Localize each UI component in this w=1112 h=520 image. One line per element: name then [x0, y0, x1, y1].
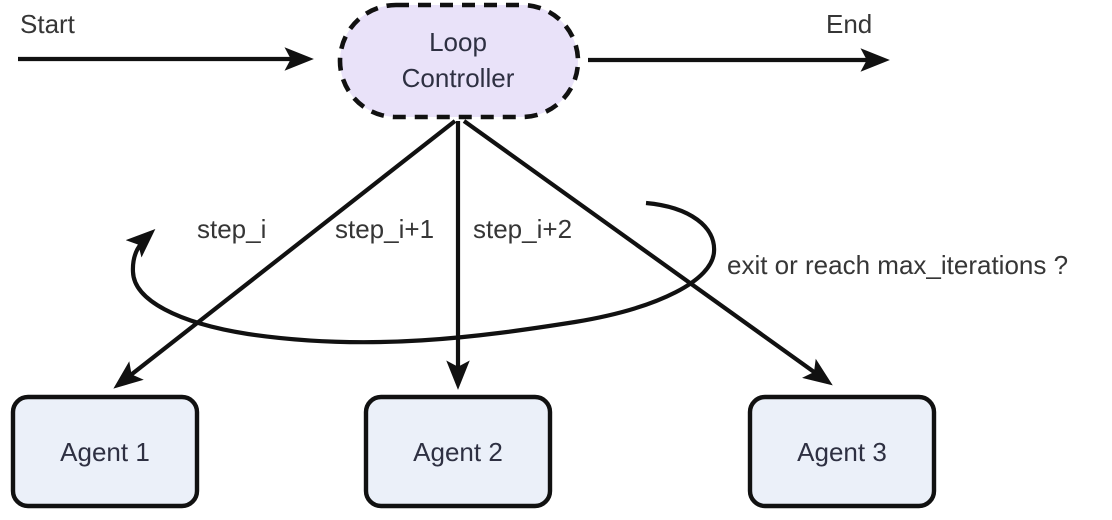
agent-2-shape [363, 394, 553, 509]
edge-controller-to-agent3 [462, 119, 833, 386]
loop-controller-shape [337, 2, 581, 120]
agent-1-shape [10, 394, 200, 509]
node-agent-2: Agent 2 [363, 394, 553, 509]
agent-2-label: Agent 2 [413, 437, 503, 467]
edge-label-step-i-plus-2: step_i+2 [473, 214, 572, 244]
node-loop-controller: Loop Controller [337, 2, 581, 120]
node-agent-1: Agent 1 [10, 394, 200, 509]
agent-3-shape [747, 394, 937, 509]
agent-3-label: Agent 3 [797, 437, 887, 467]
loop-condition-label: exit or reach max_iterations ? [727, 250, 1068, 280]
loop-controller-label-line2: Controller [402, 63, 515, 93]
edge-label-step-i-plus-1: step_i+1 [335, 214, 434, 244]
node-agent-3: Agent 3 [747, 394, 937, 509]
loop-iteration-arrow [125, 200, 717, 345]
start-label: Start [20, 9, 76, 39]
edge-label-step-i: step_i [197, 214, 266, 244]
edge-controller-to-agent1 [113, 119, 457, 389]
agent-1-label: Agent 1 [60, 437, 150, 467]
loop-controller-label-line1: Loop [429, 27, 487, 57]
end-label: End [826, 9, 872, 39]
